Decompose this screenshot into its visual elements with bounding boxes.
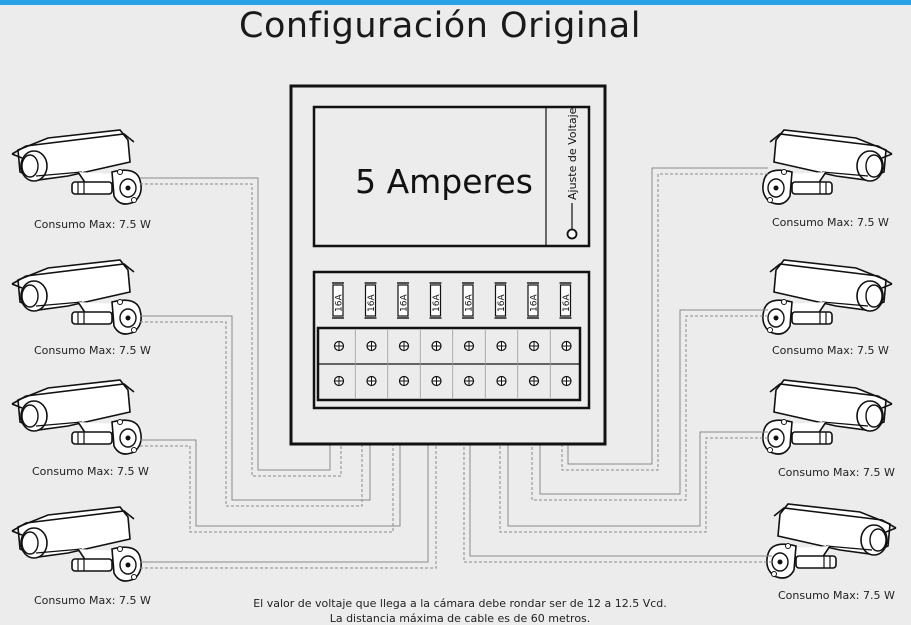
voltage-adjust-label: Ajuste de Voltaje [566,107,579,200]
accent-bar [0,0,911,5]
fuse-rating: 16A [465,294,475,312]
camera-consumption-label: Consumo Max: 7.5 W [34,594,151,607]
terminal-row [333,330,572,398]
terminal-screw [333,340,345,352]
fuse[interactable]: 16A [364,282,378,319]
fuse[interactable]: 16A [559,282,573,319]
camera-icon [762,129,893,205]
terminal-screw [431,375,442,387]
camera-icon [762,379,893,455]
terminal-screw [561,340,572,352]
camera-consumption-label: Consumo Max: 7.5 W [778,466,895,479]
terminal-screw [496,375,507,387]
fuse[interactable]: 16A [429,282,443,319]
fuse-rating: 16A [530,294,540,312]
terminal-screw [528,340,540,352]
voltage-adjust-knob[interactable] [566,228,578,240]
terminal-screw [561,375,572,387]
footnote-line-distance: La distancia máxima de cable es de 60 me… [329,612,591,625]
camera-consumption-label: Consumo Max: 7.5 W [34,344,151,357]
camera-consumption-label: Consumo Max: 7.5 W [32,465,149,478]
camera-consumption-label: Consumo Max: 7.5 W [772,216,889,229]
camera-icon [11,506,142,582]
fuse-rating: 16A [400,294,410,312]
power-supply [312,105,591,248]
fuse-rating: 16A [335,294,345,312]
fuse[interactable]: 16A [494,282,508,319]
terminal-screw [398,375,410,387]
footnote-line-voltage: El valor de voltaje que llega a la cámar… [253,597,667,610]
fuse-rating: 16A [367,294,377,312]
terminal-screw [463,375,475,387]
terminal-screw [431,340,442,352]
terminal-screw [496,340,507,352]
camera-consumption-label: Consumo Max: 7.5 W [772,344,889,357]
terminal-screw [333,375,345,387]
fuse-rating: 16A [562,294,572,312]
camera-icon [762,259,893,335]
terminal-screw [528,375,540,387]
fuse-rating: 16A [497,294,507,312]
footnote: El valor de voltaje que llega a la cámar… [160,596,760,625]
diagram-title: Configuración Original [239,6,641,46]
camera-icon [11,129,142,205]
terminal-screw [366,340,377,352]
terminal-screw [463,340,475,352]
fuse[interactable]: 16A [397,282,410,319]
terminal-screw [398,340,410,352]
terminal-screw [366,375,377,387]
camera-consumption-label: Consumo Max: 7.5 W [778,589,895,602]
fuse[interactable]: 16A [527,282,540,319]
fuse-row: 16A 16A 16A 16A 16A 16A 16A 16A [332,282,573,319]
camera-icon [11,259,142,335]
fuse[interactable]: 16A [462,282,475,319]
fuse[interactable]: 16A [332,282,345,319]
camera-icon [766,503,897,579]
camera-consumption-label: Consumo Max: 7.5 W [34,218,151,231]
camera-icon [11,379,142,455]
fuse-rating: 16A [432,294,442,312]
power-capacity: 5 Amperes [355,162,533,201]
